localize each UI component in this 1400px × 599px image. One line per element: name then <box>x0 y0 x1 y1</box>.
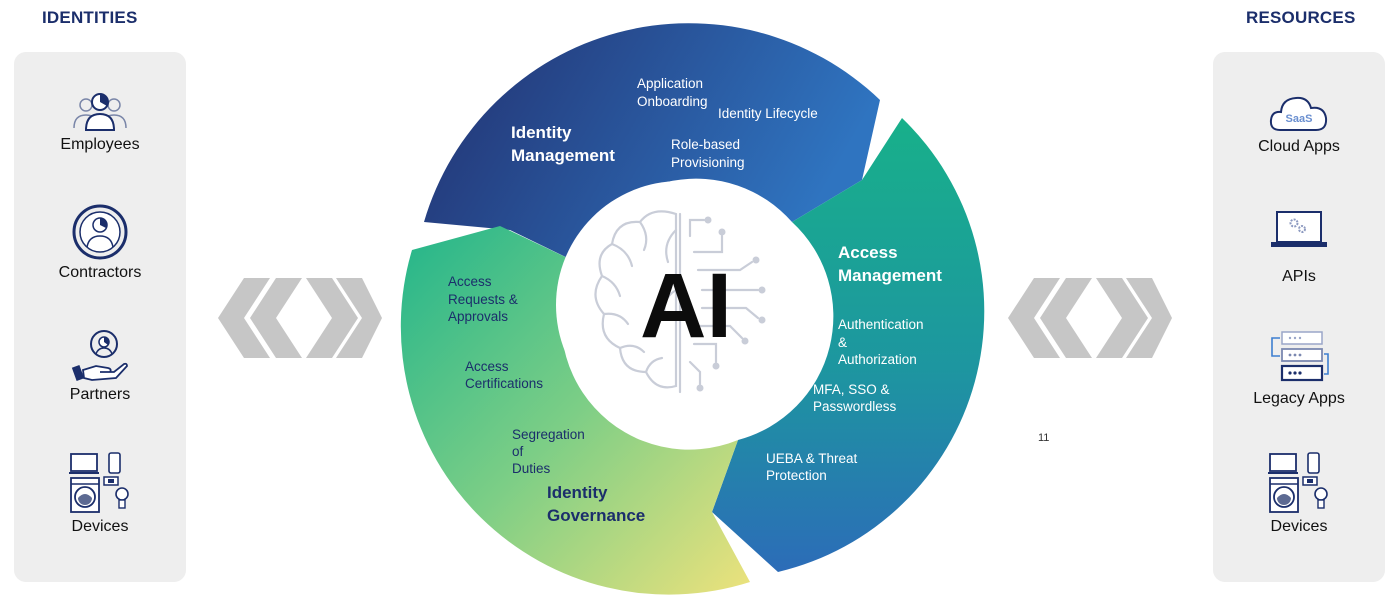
identity-label: Partners <box>69 386 131 403</box>
title-line: Management <box>511 146 615 165</box>
saas-label: SaaS <box>1286 113 1313 125</box>
identity-label: Contractors <box>58 264 142 281</box>
resource-label: Cloud Apps <box>1258 138 1340 155</box>
am-item-ueba: UEBA & Threat Protection <box>766 451 861 483</box>
title-line: Access <box>838 243 898 262</box>
resources-panel: SaaS Cloud Apps APIs Legacy Apps <box>1213 52 1385 582</box>
circuit-node-dots <box>696 216 766 392</box>
am-item-authentication: Authentication & Authorization <box>838 317 927 367</box>
ai-center-label: AI <box>640 255 732 357</box>
item-line: Application <box>637 76 703 91</box>
resource-apis[interactable]: APIs <box>1213 210 1385 286</box>
identity-employees[interactable]: Employees <box>14 92 186 154</box>
identity-governance-title: Identity Governance <box>547 483 645 525</box>
idm-item-role-based-provisioning: Role-based Provisioning <box>671 137 745 170</box>
idm-item-identity-lifecycle: Identity Lifecycle <box>718 106 818 121</box>
item-line: Passwordless <box>813 399 897 414</box>
title-line: Identity <box>547 483 608 502</box>
identity-partners[interactable]: Partners <box>14 328 186 404</box>
item-line: Duties <box>512 461 551 476</box>
right-chevrons-icon <box>1008 278 1172 358</box>
igov-item-segregation: Segregation of Duties <box>512 427 589 476</box>
am-item-mfa-sso: MFA, SSO & Passwordless <box>813 382 897 414</box>
item-line: Certifications <box>465 376 543 391</box>
item-line: Provisioning <box>671 155 745 170</box>
item-line: Protection <box>766 468 827 483</box>
employees-icon <box>73 93 127 131</box>
saas-cloud-icon: SaaS <box>1269 96 1328 131</box>
item-line: Requests & <box>448 292 518 307</box>
resource-label: Legacy Apps <box>1253 390 1345 407</box>
item-line: & <box>838 335 847 350</box>
title-line: Management <box>838 266 942 285</box>
identity-governance-segment[interactable] <box>400 226 750 595</box>
identity-label: Devices <box>71 518 129 535</box>
item-line: Segregation <box>512 427 585 442</box>
title-line: Identity <box>511 123 572 142</box>
laptop-gears-icon <box>1271 211 1327 247</box>
contractor-icon <box>72 204 128 260</box>
item-line: Access <box>448 274 492 289</box>
igov-item-access-certifications: Access Certifications <box>465 359 543 391</box>
item-line: Onboarding <box>637 94 708 109</box>
partner-hand-icon <box>71 330 128 381</box>
identity-devices[interactable]: Devices <box>14 452 186 536</box>
resource-devices[interactable]: Devices <box>1213 452 1385 536</box>
resource-legacy-apps[interactable]: Legacy Apps <box>1213 330 1385 408</box>
server-stack-icon <box>1271 331 1329 382</box>
identity-contractors[interactable]: Contractors <box>14 204 186 282</box>
item-line: Authorization <box>838 352 917 367</box>
item-line: Authentication <box>838 317 924 332</box>
identities-heading: IDENTITIES <box>42 8 138 27</box>
page-number: 11 <box>1038 432 1050 444</box>
item-line: of <box>512 444 524 459</box>
item-line: Identity Lifecycle <box>718 106 818 121</box>
item-line: Role-based <box>671 137 740 152</box>
item-line: MFA, SSO & <box>813 382 890 397</box>
resources-heading: RESOURCES <box>1246 8 1356 27</box>
devices-icon <box>1268 452 1328 513</box>
resource-cloud-apps[interactable]: SaaS Cloud Apps <box>1213 92 1385 156</box>
identity-management-segment[interactable] <box>424 23 880 262</box>
access-management-title: Access Management <box>838 243 942 285</box>
title-line: Governance <box>547 506 645 525</box>
identities-panel: Employees Contractors Partners <box>14 52 186 582</box>
item-line: Access <box>465 359 509 374</box>
identity-label: Employees <box>60 136 140 153</box>
left-chevrons-icon <box>218 278 382 358</box>
igov-item-access-requests: Access Requests & Approvals <box>448 274 522 324</box>
identity-management-title: Identity Management <box>511 123 615 165</box>
item-line: UEBA & Threat <box>766 451 858 466</box>
devices-icon <box>69 452 129 513</box>
resource-label: APIs <box>1282 268 1316 285</box>
brain-icon <box>594 210 760 394</box>
access-management-segment[interactable] <box>712 118 985 572</box>
item-line: Approvals <box>448 309 508 324</box>
idm-item-app-onboarding: Application Onboarding <box>637 76 708 109</box>
resource-label: Devices <box>1270 518 1328 535</box>
